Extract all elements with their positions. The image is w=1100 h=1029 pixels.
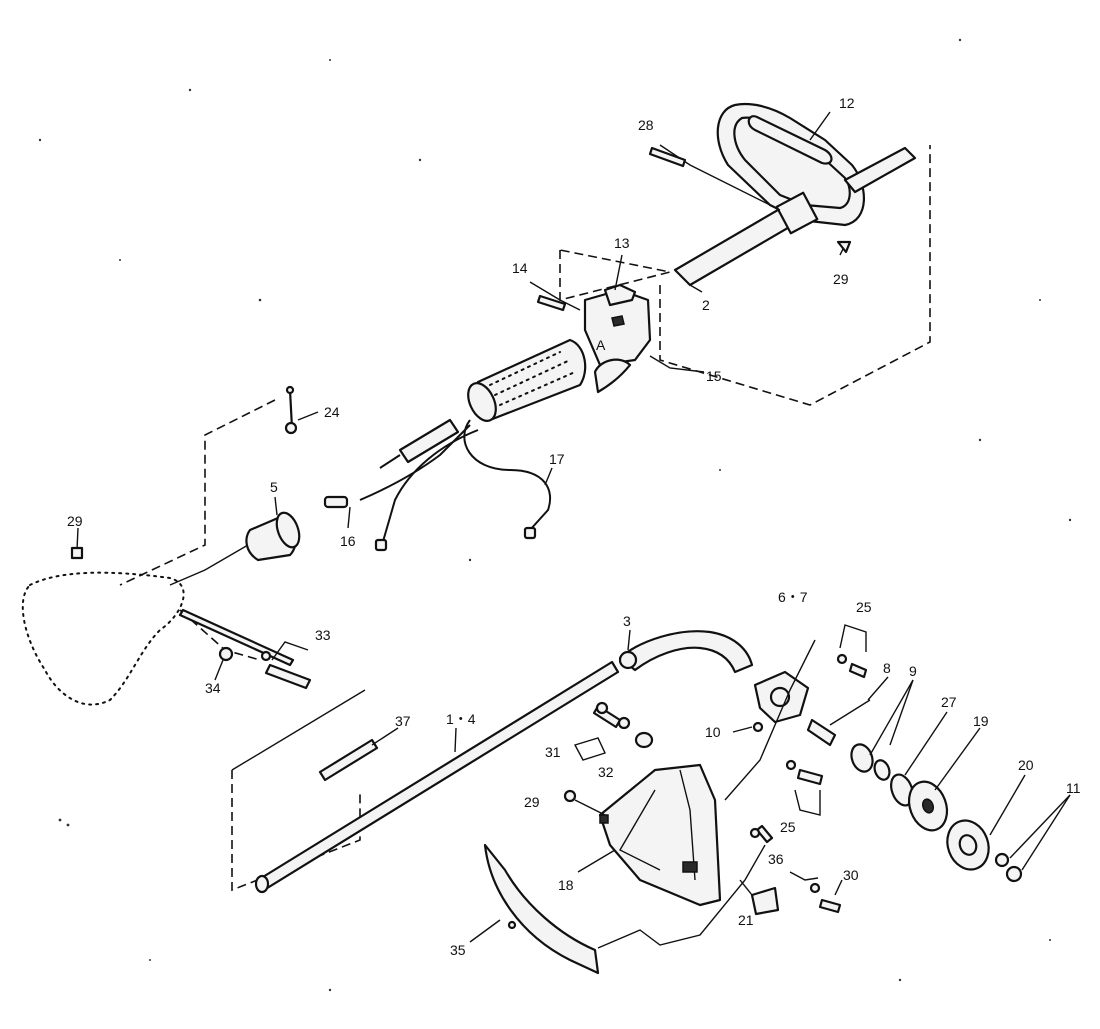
label-27: 27 (941, 694, 957, 710)
label-2: 2 (702, 297, 710, 313)
label-16: 16 (340, 533, 356, 549)
label-8: 8 (883, 660, 891, 676)
label-29-lower: 29 (524, 794, 540, 810)
guard (598, 763, 722, 907)
label-9: 9 (909, 663, 917, 679)
label-10: 10 (705, 724, 721, 740)
label-24: 24 (324, 404, 340, 420)
label-a: A (596, 337, 606, 353)
scan-noise (38, 38, 1072, 992)
drive-shaft (256, 660, 620, 892)
label-32: 32 (598, 764, 614, 780)
guide-line-left (119, 399, 276, 586)
label-31: 31 (545, 744, 561, 760)
label-36: 36 (768, 851, 784, 867)
label-28: 28 (638, 117, 654, 133)
label-14: 14 (512, 260, 528, 276)
label-34: 34 (205, 680, 221, 696)
label-33: 33 (315, 627, 331, 643)
label-6-7: 6・7 (778, 589, 808, 605)
guide-box-upper (659, 145, 931, 406)
cables (323, 418, 552, 552)
label-19: 19 (973, 713, 989, 729)
label-30: 30 (843, 867, 859, 883)
label-25-lower: 25 (780, 819, 796, 835)
label-13: 13 (614, 235, 630, 251)
label-5: 5 (270, 479, 278, 495)
label-37: 37 (395, 713, 411, 729)
label-15: 15 (706, 368, 722, 384)
label-25-upper: 25 (856, 599, 872, 615)
throttle-housing (583, 283, 652, 394)
label-1-4: 1・4 (446, 711, 476, 727)
clamp-block (775, 191, 819, 235)
label-20: 20 (1018, 757, 1034, 773)
label-29-upper: 29 (833, 271, 849, 287)
label-3: 3 (623, 613, 631, 629)
label-21: 21 (738, 912, 754, 928)
grip (467, 338, 587, 422)
label-12: 12 (839, 95, 855, 111)
label-11: 11 (1066, 780, 1081, 796)
handle-bar (716, 102, 917, 227)
label-35: 35 (450, 942, 466, 958)
gearbox (724, 639, 816, 801)
flex-tube (618, 630, 754, 674)
label-29-left: 29 (67, 513, 83, 529)
cap (245, 511, 301, 562)
label-17: 17 (549, 451, 565, 467)
guard-skirt (483, 843, 600, 975)
label-18: 18 (558, 877, 574, 893)
engine-outline (21, 571, 185, 706)
